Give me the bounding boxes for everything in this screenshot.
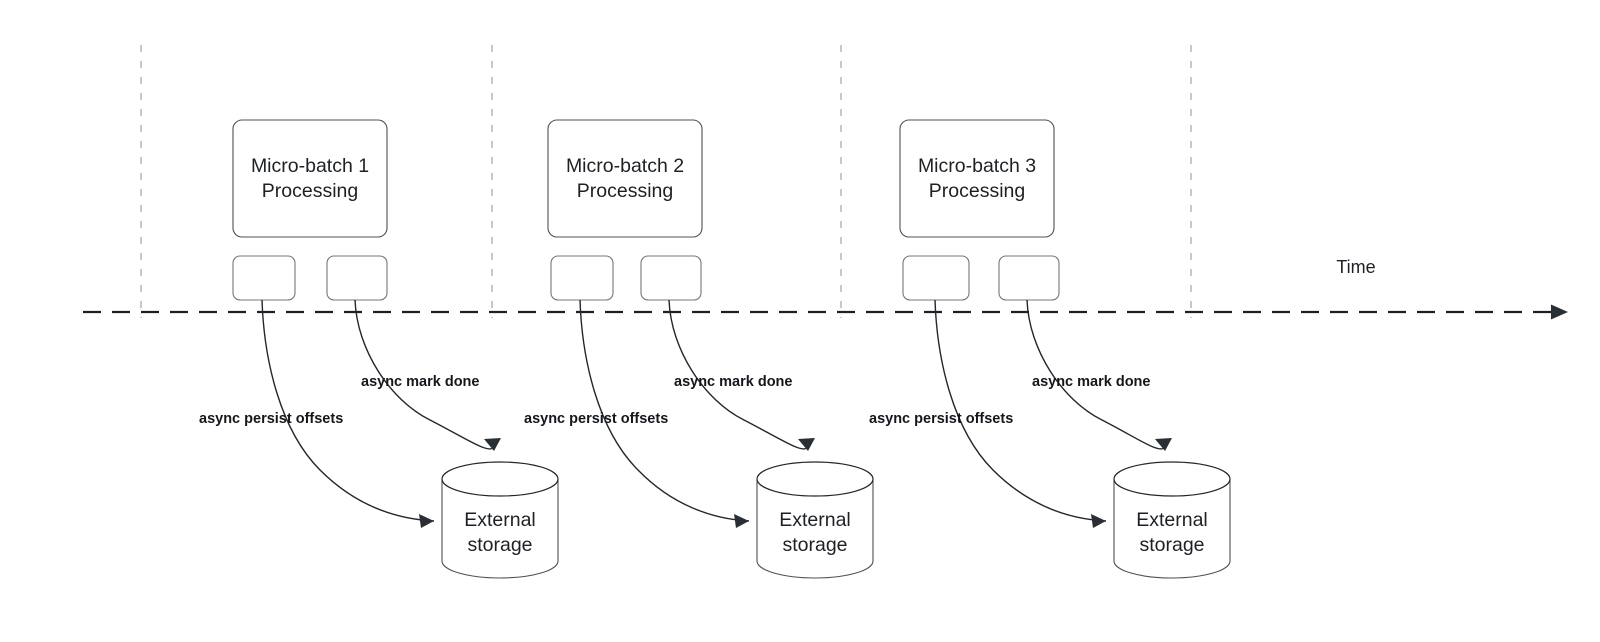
async-mark-done-1-arrow-icon bbox=[484, 438, 501, 451]
micro-batch-2-label-line1: Micro-batch 2 bbox=[566, 155, 684, 177]
persist-offsets-task-2[interactable] bbox=[550, 255, 614, 301]
timeline-axis: Time bbox=[83, 257, 1568, 320]
micro-batch-1-label-line2: Processing bbox=[262, 180, 358, 202]
external-storage-1-label-line1: External bbox=[464, 509, 536, 531]
mark-done-task-2[interactable] bbox=[640, 255, 702, 301]
async-mark-done-3-label: async mark done bbox=[1032, 374, 1150, 390]
external-storage-1-label-line2: storage bbox=[467, 534, 532, 556]
persist-offsets-task-3[interactable] bbox=[902, 255, 970, 301]
async-mark-done-2-arrow-icon bbox=[798, 438, 815, 451]
persist-offsets-task-1[interactable] bbox=[232, 255, 296, 301]
timeline-arrow-icon bbox=[1551, 304, 1568, 320]
async-persist-offsets-1-label: async persist offsets bbox=[199, 411, 343, 427]
async-persist-offsets-1-arrow-icon bbox=[419, 514, 434, 528]
async-mark-done-1-curve bbox=[354, 299, 494, 450]
time-axis-label: Time bbox=[1336, 257, 1375, 277]
micro-batch-3-label-line1: Micro-batch 3 bbox=[918, 155, 1036, 177]
async-mark-done-2-curve bbox=[668, 299, 808, 450]
external-storage-3-top bbox=[1113, 461, 1231, 497]
micro-batch-3-box[interactable] bbox=[899, 119, 1055, 238]
external-storage-3-label-line1: External bbox=[1136, 509, 1208, 531]
async-mark-done-2-label: async mark done bbox=[674, 374, 792, 390]
micro-batch-1-box[interactable] bbox=[232, 119, 388, 238]
external-storage-2-label-line2: storage bbox=[782, 534, 847, 556]
micro-batch-2-box[interactable] bbox=[547, 119, 703, 238]
async-persist-offsets-1-curve bbox=[261, 299, 435, 522]
micro-batch-3-group: Micro-batch 3 Processing async persist off… bbox=[869, 119, 1231, 579]
divider-group bbox=[140, 45, 1192, 318]
async-persist-offsets-2-label: async persist offsets bbox=[524, 411, 668, 427]
async-mark-done-3-arrow-icon bbox=[1155, 438, 1172, 451]
external-storage-2-label-line1: External bbox=[779, 509, 851, 531]
mark-done-task-1[interactable] bbox=[326, 255, 388, 301]
mark-done-task-3[interactable] bbox=[998, 255, 1060, 301]
async-mark-done-3-curve bbox=[1026, 299, 1165, 450]
external-storage-1-body[interactable] bbox=[441, 478, 559, 579]
micro-batch-1-group: Micro-batch 1 Processing async persist off… bbox=[199, 119, 559, 579]
micro-batch-2-group: Micro-batch 2 Processing async persist off… bbox=[524, 119, 874, 579]
micro-batch-3-label-line2: Processing bbox=[929, 180, 1025, 202]
external-storage-2-body[interactable] bbox=[756, 478, 874, 579]
async-persist-offsets-3-arrow-icon bbox=[1091, 514, 1106, 528]
batch-group: Micro-batch 1 Processing async persist off… bbox=[199, 119, 1231, 579]
async-persist-offsets-2-curve bbox=[579, 299, 750, 522]
external-storage-3-label-line2: storage bbox=[1139, 534, 1204, 556]
micro-batch-1-label-line1: Micro-batch 1 bbox=[251, 155, 369, 177]
async-persist-offsets-2-arrow-icon bbox=[734, 514, 749, 528]
async-persist-offsets-3-curve bbox=[934, 299, 1107, 522]
async-persist-offsets-3-label: async persist offsets bbox=[869, 411, 1013, 427]
micro-batch-2-label-line2: Processing bbox=[577, 180, 673, 202]
external-storage-1-top bbox=[441, 461, 559, 497]
external-storage-2-top bbox=[756, 461, 874, 497]
async-mark-done-1-label: async mark done bbox=[361, 374, 479, 390]
external-storage-3-body[interactable] bbox=[1113, 478, 1231, 579]
